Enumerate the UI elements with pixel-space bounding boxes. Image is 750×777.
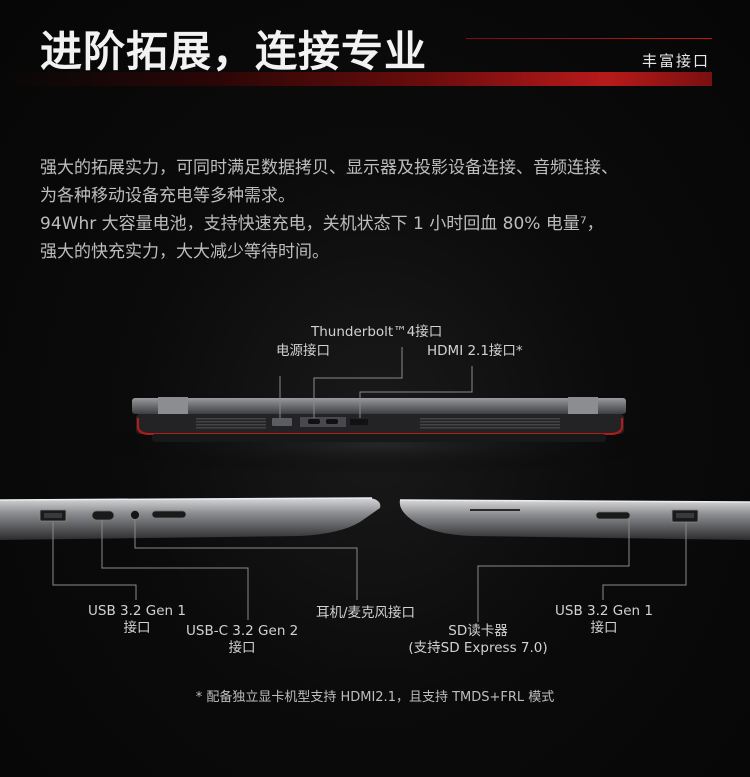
label-thunderbolt-port: Thunderbolt™4接口 xyxy=(311,324,443,340)
label-left-usb-a: USB 3.2 Gen 1 接口 xyxy=(86,603,188,637)
page-title: 进阶拓展，连接专业 xyxy=(40,27,428,76)
laptop-left-side xyxy=(0,497,381,540)
intro-line: 强大的快充实力，大大减少等待时间。 xyxy=(40,242,329,262)
laptop-right-side xyxy=(399,499,750,540)
label-line: USB 3.2 Gen 1 xyxy=(88,603,186,619)
title-divider xyxy=(466,38,712,39)
intro-line: 94Whr 大容量电池，支持快速充电，关机状态下 1 小时回血 80% 电量⁷， xyxy=(40,214,604,234)
label-line: 接口 xyxy=(590,620,618,636)
intro-line: 强大的拓展实力，可同时满足数据拷贝、显示器及投影设备连接、音频连接、 xyxy=(40,158,618,178)
footnote: * 配备独立显卡机型支持 HDMI2.1，且支持 TMDS+FRL 模式 xyxy=(195,690,555,705)
rear-leader-lines xyxy=(279,347,473,418)
label-audio-jack: 耳机/麦克风接口 xyxy=(316,605,416,621)
intro-line: 为各种移动设备充电等多种需求。 xyxy=(40,186,295,206)
label-hdmi-port: HDMI 2.1接口* xyxy=(427,343,523,359)
laptop-rear-view xyxy=(80,397,680,475)
side-leader-lines xyxy=(52,519,687,622)
label-line: (支持SD Express 7.0) xyxy=(408,640,548,656)
label-usb-c: USB-C 3.2 Gen 2 接口 xyxy=(186,623,298,657)
label-sd-reader: SD读卡器 (支持SD Express 7.0) xyxy=(398,623,558,657)
intro-paragraph: 强大的拓展实力，可同时满足数据拷贝、显示器及投影设备连接、音频连接、 为各种移动… xyxy=(40,154,720,266)
label-line: USB 3.2 Gen 1 xyxy=(555,603,653,619)
label-power-port: 电源接口 xyxy=(276,343,330,359)
label-line: 接口 xyxy=(228,640,256,656)
label-line: 接口 xyxy=(123,620,151,636)
red-accent-bar xyxy=(0,72,712,86)
label-right-usb-a: USB 3.2 Gen 1 接口 xyxy=(553,603,655,637)
section-subtitle: 丰富接口 xyxy=(641,52,710,70)
label-line: SD读卡器 xyxy=(448,623,508,639)
label-line: USB-C 3.2 Gen 2 xyxy=(186,623,299,639)
